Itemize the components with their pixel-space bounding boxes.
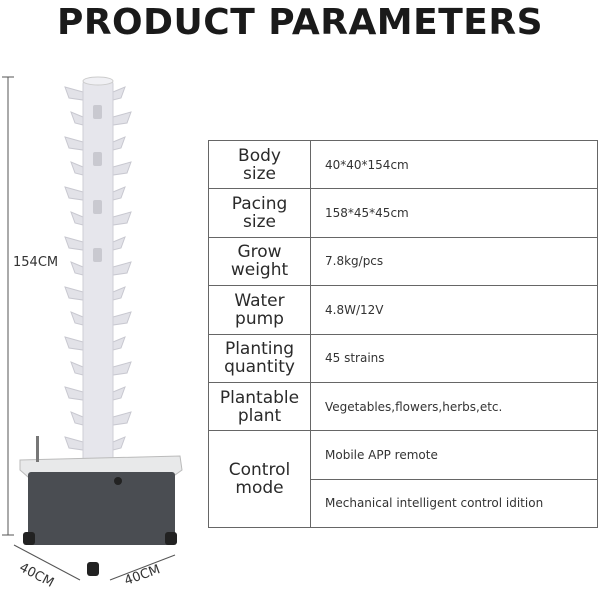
reservoir-bin <box>28 472 175 545</box>
planting-pot <box>64 136 84 151</box>
planting-pot <box>64 236 84 251</box>
planting-pot <box>70 111 84 126</box>
inlet-pipe <box>36 436 39 462</box>
planting-pot <box>112 161 132 176</box>
planting-pot <box>112 111 132 126</box>
planting-pot <box>70 261 84 276</box>
planting-pot <box>112 386 126 401</box>
planting-pot <box>112 211 132 226</box>
param-label: Grow weight <box>208 236 311 287</box>
tower-illustration <box>2 76 183 581</box>
planting-pot <box>64 336 84 351</box>
param-label: Control mode <box>208 430 311 528</box>
tower-window <box>93 248 102 262</box>
param-label: Water pump <box>208 285 311 335</box>
param-value: Mechanical intelligent control idition <box>310 478 598 529</box>
param-value: 158*45*45cm <box>310 188 598 238</box>
param-value: 7.8kg/pcs <box>310 236 598 287</box>
planting-pot <box>112 186 126 201</box>
param-value: 40*40*154cm <box>310 139 598 190</box>
param-value: Vegetables,flowers,herbs,etc. <box>310 381 598 432</box>
planting-pot <box>64 86 84 101</box>
planting-pot <box>112 86 126 101</box>
tower-window <box>93 152 102 166</box>
param-value: 45 strains <box>310 333 598 383</box>
wheels <box>23 532 177 576</box>
planting-pot <box>112 286 126 301</box>
planting-pot <box>112 261 132 276</box>
planting-pot <box>112 311 132 326</box>
planting-pot <box>70 161 84 176</box>
depth-dimension-line <box>13 544 176 581</box>
planting-pot <box>70 361 84 376</box>
planting-pot <box>112 411 132 426</box>
planting-pot <box>70 311 84 326</box>
param-label: Body size <box>208 139 311 190</box>
planting-pot <box>112 361 132 376</box>
tower-windows <box>93 105 102 262</box>
table-row: Mechanical intelligent control idition <box>209 478 598 529</box>
planting-pot <box>70 211 84 226</box>
param-label: Pacing size <box>208 188 311 238</box>
planting-pot <box>112 336 126 351</box>
param-label: Plantable plant <box>208 381 311 432</box>
param-value: Mobile APP remote <box>310 430 598 480</box>
height-dimension-line <box>2 76 14 536</box>
planting-pot <box>64 186 84 201</box>
param-label: Planting quantity <box>208 333 311 383</box>
tower-window <box>93 105 102 119</box>
tower-window <box>93 200 102 214</box>
param-value: 4.8W/12V <box>310 285 598 335</box>
height-label: 154CM <box>13 255 59 270</box>
tower-column <box>82 79 114 463</box>
planting-pot <box>112 236 126 251</box>
page-title: PRODUCT PARAMETERS <box>56 2 544 43</box>
planting-pot <box>64 436 84 451</box>
planting-pot <box>112 436 126 451</box>
planting-pot <box>64 286 84 301</box>
planting-pot <box>70 411 84 426</box>
planting-pot <box>112 136 126 151</box>
planting-pot <box>64 386 84 401</box>
